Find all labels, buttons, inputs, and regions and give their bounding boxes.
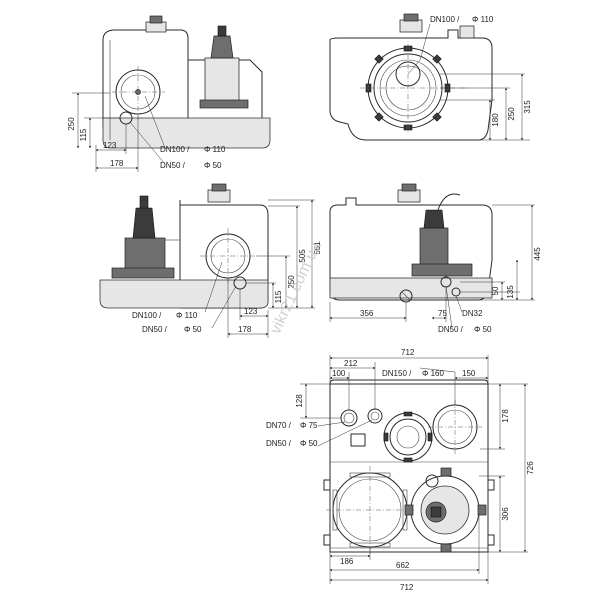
front-mirror-dim-178: 178 bbox=[238, 325, 252, 334]
top-dim-100: 100 bbox=[332, 369, 346, 378]
front-left-pipe-d50: Φ 50 bbox=[204, 161, 222, 170]
watermark: vikr21.com.ua bbox=[267, 239, 325, 337]
top-pipe-dn50: DN50 / bbox=[266, 439, 292, 448]
front-left-dim-115: 115 bbox=[79, 128, 88, 141]
top-dim-128: 128 bbox=[295, 394, 304, 408]
view-front-mirror bbox=[99, 183, 315, 338]
top-pipe-d160: Φ 160 bbox=[422, 369, 445, 378]
top-dim-150: 150 bbox=[462, 369, 476, 378]
side-left-dim-75: 75 bbox=[438, 309, 447, 318]
front-mirror-dim-551: 551 bbox=[313, 241, 322, 255]
view-side-left bbox=[329, 183, 535, 329]
top-dim-306: 306 bbox=[501, 507, 510, 521]
top-dim-712-bottom: 712 bbox=[400, 583, 414, 592]
top-dim-178: 178 bbox=[501, 409, 510, 423]
top-dim-662: 662 bbox=[396, 561, 410, 570]
view-top bbox=[300, 355, 528, 584]
front-mirror-dim-115: 115 bbox=[274, 290, 283, 303]
front-mirror-dim-250: 250 bbox=[287, 275, 296, 289]
front-left-dim-178: 178 bbox=[110, 159, 124, 168]
view-side-right bbox=[329, 13, 530, 141]
side-left-dim-135: 135 bbox=[506, 285, 515, 299]
view-front-left bbox=[72, 15, 271, 172]
side-right-pipe-dn100: DN100 / bbox=[430, 15, 460, 24]
front-mirror-pipe-d50: Φ 50 bbox=[184, 325, 202, 334]
top-dim-712-top: 712 bbox=[401, 348, 415, 357]
side-left-dim-50: 50 bbox=[491, 286, 500, 295]
side-left-pipe-d50: Φ 50 bbox=[474, 325, 492, 334]
side-left-dim-445: 445 bbox=[533, 247, 542, 261]
front-mirror-pipe-dn50: DN50 / bbox=[142, 325, 168, 334]
front-mirror-dim-505: 505 bbox=[298, 249, 307, 263]
side-right-dim-315: 315 bbox=[523, 100, 532, 114]
front-left-pipe-d110: Φ 110 bbox=[204, 145, 226, 154]
top-dim-186: 186 bbox=[340, 557, 354, 566]
top-pipe-dn70: DN70 / bbox=[266, 421, 292, 430]
front-mirror-pipe-d110: Φ 110 bbox=[176, 311, 198, 320]
top-dim-212: 212 bbox=[344, 359, 358, 368]
top-dim-726: 726 bbox=[526, 461, 535, 475]
front-left-dim-250: 250 bbox=[67, 117, 76, 131]
front-left-pipe-dn50: DN50 / bbox=[160, 161, 186, 170]
front-left-dim-123: 123 bbox=[103, 141, 117, 150]
front-mirror-pipe-dn100: DN100 / bbox=[132, 311, 162, 320]
side-right-dim-180: 180 bbox=[491, 113, 500, 127]
top-pipe-dn150: DN150 / bbox=[382, 369, 412, 378]
front-mirror-dim-123: 123 bbox=[244, 307, 258, 316]
side-left-pipe-dn50: DN50 / bbox=[438, 325, 464, 334]
front-left-pipe-dn100: DN100 / bbox=[160, 145, 190, 154]
side-right-pipe-d110: Φ 110 bbox=[472, 15, 494, 24]
top-pipe-d75: Φ 75 bbox=[300, 421, 318, 430]
side-left-dim-356: 356 bbox=[360, 309, 374, 318]
side-left-pipe-dn32: DN32 bbox=[462, 309, 483, 318]
side-right-dim-250: 250 bbox=[507, 107, 516, 121]
top-pipe-d50: Φ 50 bbox=[300, 439, 318, 448]
